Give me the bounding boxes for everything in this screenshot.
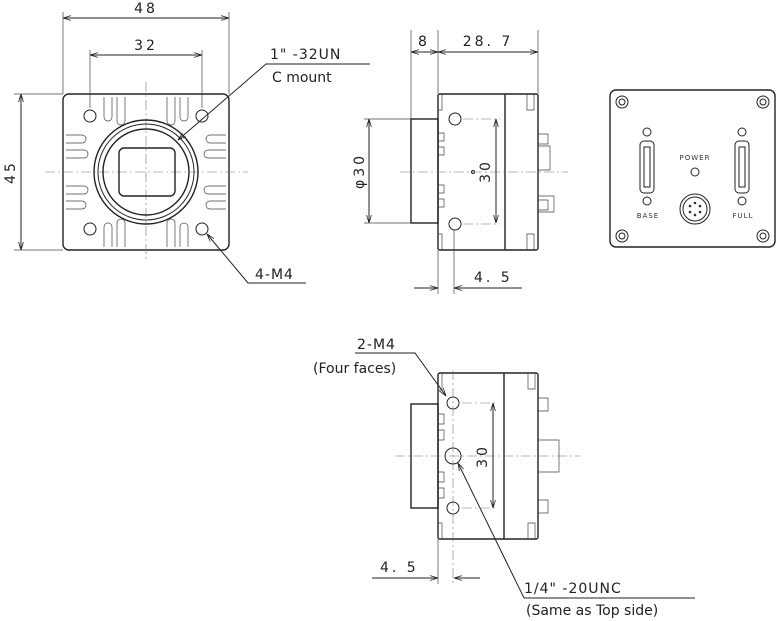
power-label: POWER xyxy=(680,154,711,162)
mount-leader xyxy=(178,63,370,140)
body-length-dim-label: 28. 7 xyxy=(463,34,514,50)
cooling-fins xyxy=(66,97,226,247)
side-view: 8 28. 7 30 φ30 4. 5 xyxy=(352,30,568,294)
rear-panel-outline xyxy=(609,89,776,248)
same-as-top-note: (Same as Top side) xyxy=(526,603,658,619)
bottom-hole-spacing-dim-label: 30 xyxy=(475,444,491,468)
full-label: FULL xyxy=(733,212,754,220)
front-view: 48 32 45 1" -32UN C mount 4-M4 xyxy=(3,1,370,284)
four-faces-note: (Four faces) xyxy=(313,361,396,377)
mount-type-label: C mount xyxy=(272,70,332,86)
bottom-view: 30 2-M4 (Four faces) 4. 5 1/4" -20UNC (S… xyxy=(313,337,695,619)
side-hole-spacing-dim-label: 30 xyxy=(478,159,494,183)
rear-view: POWER BASE FULL xyxy=(609,89,776,248)
tripod-thread-label: 1/4" -20UNC xyxy=(524,581,622,597)
side-connectors xyxy=(526,94,555,250)
bottom-connectors xyxy=(527,373,560,539)
screw-holes-label: 4-M4 xyxy=(255,267,294,283)
hole-spacing-dim-label: 32 xyxy=(134,38,158,54)
screw-hole-leader xyxy=(207,234,306,284)
corner-screws xyxy=(615,95,770,243)
mount-thread-label: 1" -32UN xyxy=(270,47,341,63)
bottom-hole-offset-dim-label: 4. 5 xyxy=(380,560,419,576)
m4-screw-holes xyxy=(83,109,209,236)
lens-length-dim-label: 8 xyxy=(418,34,430,50)
height-dim-label: 45 xyxy=(3,160,19,184)
bottom-screw-holes-label: 2-M4 xyxy=(357,337,396,353)
sensor-window xyxy=(118,147,176,197)
power-connector xyxy=(679,193,711,225)
power-led xyxy=(690,167,700,177)
full-camera-link-connector xyxy=(734,127,750,206)
mount-diameter-dim-label: φ30 xyxy=(352,153,368,189)
width-dim-label: 48 xyxy=(134,1,158,17)
c-mount-outer-ring xyxy=(93,119,199,225)
side-lens-mount xyxy=(410,118,439,224)
c-mount-inner-ring xyxy=(102,128,190,216)
base-label: BASE xyxy=(637,212,659,220)
tripod-leader xyxy=(458,463,695,599)
base-camera-link-connector xyxy=(639,127,655,206)
side-hole-offset-dim-label: 4. 5 xyxy=(474,270,513,286)
